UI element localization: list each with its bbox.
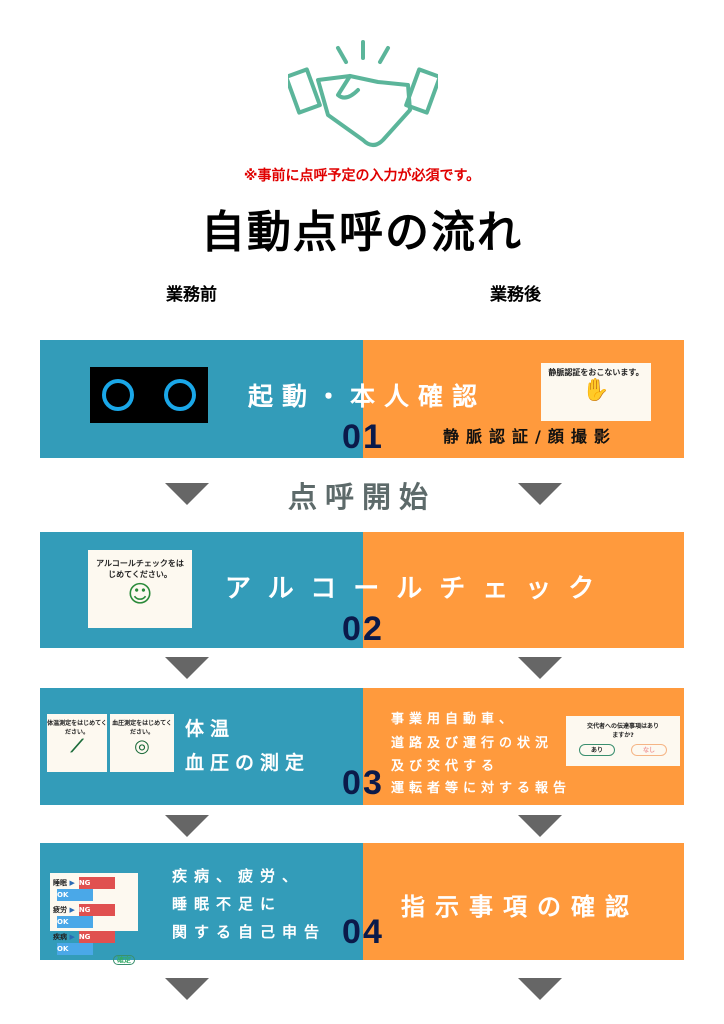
step-number: 0 [342, 418, 361, 456]
blood-pressure-card: 血圧測定をはじめてください。◎ [110, 714, 174, 772]
down-arrow-icon [518, 657, 562, 679]
step-4-right-title: 指示事項の確認 [401, 893, 639, 921]
step-4-left-line: 睡眠不足に [172, 895, 283, 913]
handshake-icon [288, 40, 438, 147]
step-number: 0 [342, 764, 361, 802]
step-4-left-line: 関する自己申告 [172, 923, 327, 941]
device-icon [90, 367, 208, 423]
no-button: なし [631, 744, 667, 756]
step-3-right-line: 及び交代する [391, 759, 500, 774]
step-number: 4 [363, 913, 382, 951]
step-3-right-line: 道路及び運行の状況 [391, 736, 554, 751]
step-2: アルコールチェックをはじめてください。☺ アルコールチェック 0 2 [40, 532, 684, 648]
breath-face-icon: ☺ [127, 580, 153, 608]
start-label: 点呼開始 [287, 480, 436, 514]
down-arrow-icon [165, 815, 209, 837]
after-work-label: 業務後 [490, 285, 541, 305]
step-number: 0 [342, 610, 361, 648]
self-report-form: 睡眠 ▶NGOK 疲労 ▶NGOK 疾病 ▶NGOK 確定 [50, 873, 138, 965]
step-1-subtitle: 静脈認証/顔撮影 [443, 427, 617, 446]
step-2-title: アルコールチェック [225, 574, 612, 604]
handover-dialog: 交代者への伝達事項はありますか? ありなし [566, 716, 680, 766]
down-arrow-icon [165, 657, 209, 679]
temperature-card: 体温測定をはじめてください。⟋ [47, 714, 107, 772]
step-1-title: 起動・本人確認 [248, 382, 487, 411]
step-3-left-line: 血圧の測定 [185, 752, 311, 774]
step-4-left-line: 疾病、疲労、 [172, 867, 305, 885]
down-arrow-icon [518, 978, 562, 1000]
thermometer-icon: ⟋ [70, 736, 84, 757]
step-number: 3 [363, 764, 382, 802]
step-number: 2 [363, 610, 382, 648]
alcohol-card: アルコールチェックをはじめてください。☺ [88, 550, 192, 628]
vein-auth-card: 静脈認証をおこないます。✋ [541, 363, 651, 421]
step-3-left-line: 体温 [185, 718, 236, 740]
before-work-label: 業務前 [166, 285, 217, 305]
page-title: 自動点呼の流れ [201, 207, 523, 258]
step-4: 睡眠 ▶NGOK 疲労 ▶NGOK 疾病 ▶NGOK 確定 疾病、疲労、 睡眠不… [40, 843, 684, 965]
down-arrow-icon [165, 978, 209, 1000]
prerequisite-note: ※事前に点呼予定の入力が必須です。 [243, 168, 481, 184]
down-arrow-icon [165, 483, 209, 505]
down-arrow-icon [518, 815, 562, 837]
step-3: 体温測定をはじめてください。⟋ 血圧測定をはじめてください。◎ 体温 血圧の測定… [40, 688, 684, 805]
yes-button: あり [579, 744, 615, 756]
step-number: 1 [363, 418, 382, 456]
step-3-right-line: 運転者等に対する報告 [391, 781, 572, 796]
down-arrow-icon [518, 483, 562, 505]
bp-monitor-icon: ◎ [134, 736, 150, 757]
step-3-right-line: 事業用自動車、 [391, 712, 518, 727]
hand-icon: ✋ [582, 378, 610, 403]
step-1: 静脈認証をおこないます。✋ 静脈認証/顔撮影 起動・本人確認 0 1 [40, 340, 684, 458]
step-number: 0 [342, 913, 361, 951]
